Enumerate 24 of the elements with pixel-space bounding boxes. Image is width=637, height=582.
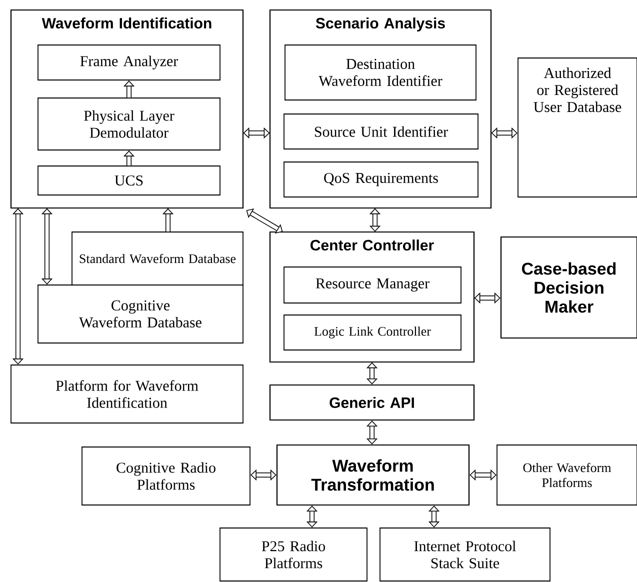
arrow xyxy=(366,362,378,384)
process-box: Other Waveform Platforms xyxy=(496,444,637,506)
arrow xyxy=(243,127,270,139)
process-box: UCS xyxy=(38,166,220,196)
process-box: Cognitive Radio Platforms xyxy=(82,446,250,506)
process-box: Waveform Transformation xyxy=(276,444,470,506)
process-box: Frame Analyzer xyxy=(38,44,220,80)
process-box: Standard Waveform Database xyxy=(72,232,244,286)
process-box: Case-based Decision Maker xyxy=(500,236,637,339)
process-box: Physical Layer Demodulator xyxy=(38,98,220,150)
database-box: Authorized or Registered User Database xyxy=(518,58,637,198)
arrow xyxy=(366,420,378,444)
process-box: Internet Protocol Stack Suite xyxy=(380,528,550,582)
process-box: Resource Manager xyxy=(284,266,462,304)
arrow xyxy=(369,208,381,232)
process-box: Destination Waveform Identifier xyxy=(284,44,476,100)
process-box: Cognitive Waveform Database xyxy=(38,284,244,344)
process-box: P25 Radio Platforms xyxy=(220,528,368,582)
process-box: Platform for Waveform Identification xyxy=(10,364,244,424)
process-box: Source Unit Identifier xyxy=(284,114,478,150)
arrow xyxy=(474,292,500,304)
process-box: Generic API xyxy=(269,384,475,421)
process-box: QoS Requirements xyxy=(284,162,478,198)
process-box: Logic Link Controller xyxy=(284,314,462,350)
